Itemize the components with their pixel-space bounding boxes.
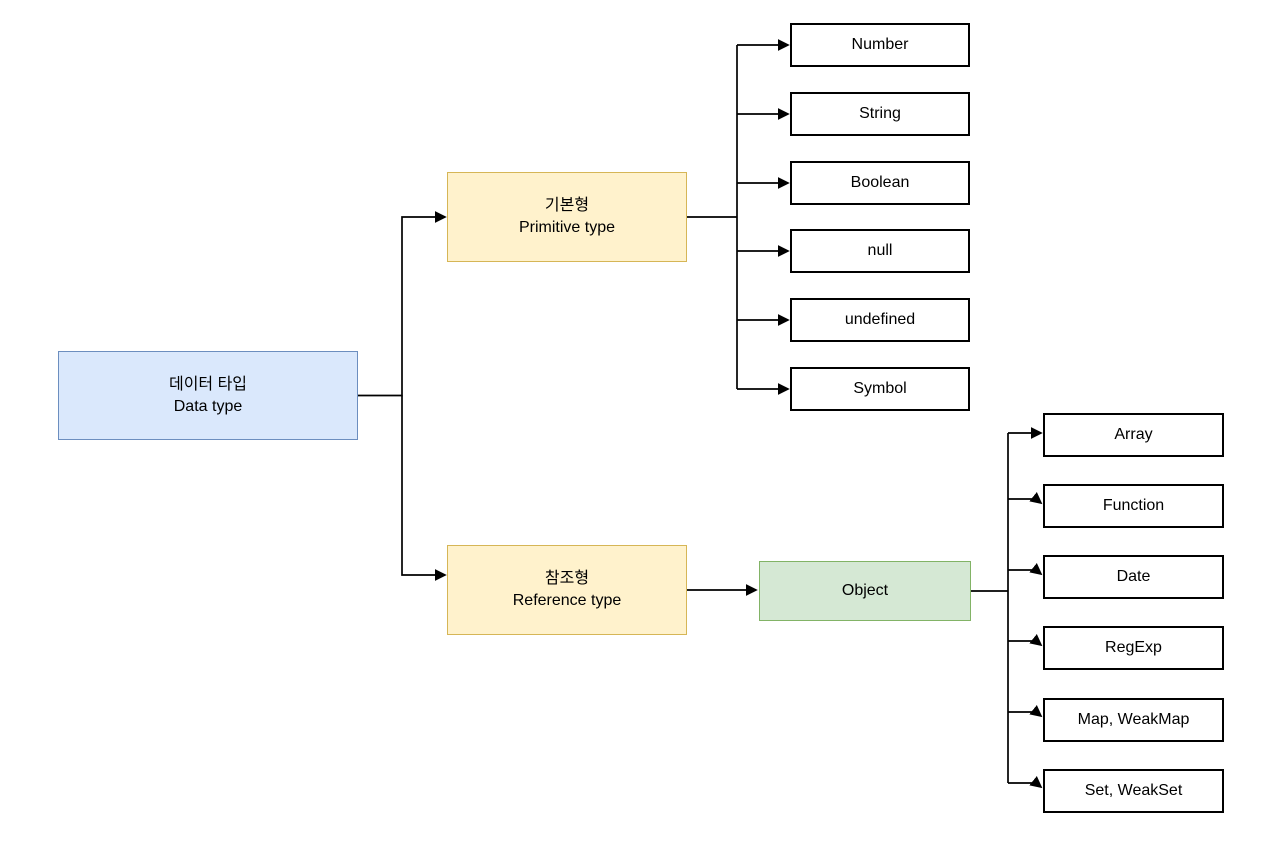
node-reference-type: 참조형 Reference type	[447, 545, 687, 635]
node-null-label: null	[867, 242, 893, 260]
node-date-label: Date	[1116, 568, 1151, 586]
node-set-weakset: Set, WeakSet	[1043, 769, 1224, 813]
node-date: Date	[1043, 555, 1224, 599]
node-primitive-label-ko: 기본형	[544, 197, 590, 215]
node-set-weakset-label: Set, WeakSet	[1084, 782, 1183, 800]
edge-root-to-primitive	[358, 211, 447, 397]
node-function-label: Function	[1102, 497, 1165, 515]
node-boolean: Boolean	[790, 161, 970, 205]
node-undefined: undefined	[790, 298, 970, 342]
node-string-label: String	[859, 105, 901, 123]
node-number: Number	[790, 23, 970, 67]
node-undefined-label: undefined	[844, 311, 916, 329]
node-string: String	[790, 92, 970, 136]
edge-to-date	[1008, 563, 1043, 576]
edge-to-regexp	[1008, 634, 1043, 647]
edge-to-function	[1008, 492, 1043, 505]
node-array: Array	[1043, 413, 1224, 457]
node-data-type-label-en: Data type	[173, 397, 243, 415]
node-number-label: Number	[851, 36, 909, 54]
node-regexp-label: RegExp	[1105, 639, 1162, 657]
node-boolean-label: Boolean	[850, 174, 910, 192]
node-data-type: 데이터 타입 Data type	[58, 351, 358, 440]
edge-root-to-reference	[401, 395, 447, 581]
node-function: Function	[1043, 484, 1224, 528]
node-map-weakmap-label: Map, WeakMap	[1077, 711, 1190, 729]
node-primitive-label-en: Primitive type	[518, 219, 616, 236]
node-reference-label-en: Reference type	[512, 592, 622, 609]
node-array-label: Array	[1114, 426, 1153, 444]
node-symbol-label: Symbol	[853, 380, 907, 398]
node-primitive-type: 기본형 Primitive type	[447, 172, 687, 262]
edge-to-set	[1008, 776, 1043, 789]
node-map-weakmap: Map, WeakMap	[1043, 698, 1224, 742]
node-regexp: RegExp	[1043, 626, 1224, 670]
node-reference-label-ko: 참조형	[544, 570, 590, 588]
node-data-type-label-ko: 데이터 타입	[168, 375, 248, 393]
node-symbol: Symbol	[790, 367, 970, 411]
node-null: null	[790, 229, 970, 273]
edge-to-map	[1008, 705, 1043, 718]
node-object-label: Object	[841, 582, 889, 600]
node-object: Object	[759, 561, 971, 621]
